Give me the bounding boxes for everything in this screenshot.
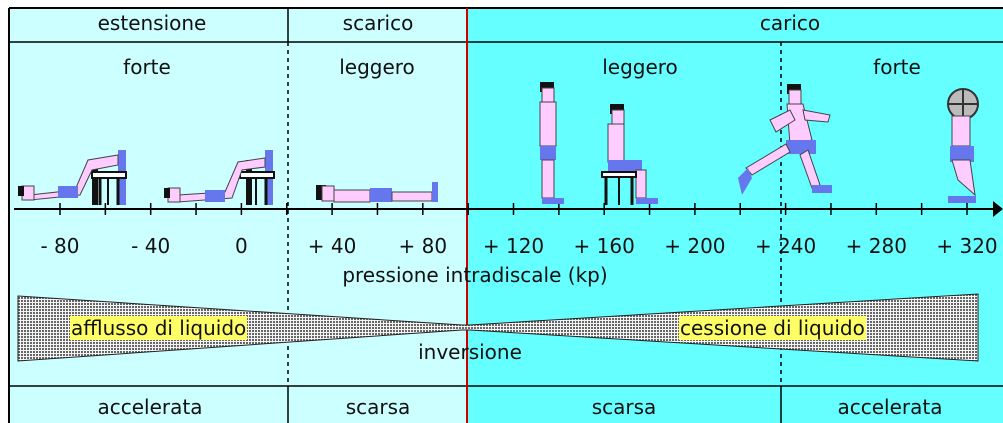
fluid-gauge (17, 293, 979, 362)
subheader-leggero-carico: leggero (602, 55, 678, 79)
tick-label: + 320 (936, 234, 998, 258)
header-estensione: estensione (97, 11, 207, 35)
subheader-forte-right: forte (873, 55, 921, 79)
tick-label: + 240 (754, 234, 817, 258)
figure-sitting (601, 104, 658, 205)
figure-standing (539, 82, 564, 204)
tick-label: + 40 (307, 234, 357, 258)
tick-label: + 280 (845, 234, 907, 258)
gauge-right-label: cessione di liquido (679, 316, 866, 340)
header-carico: carico (759, 11, 821, 35)
figure-lifting (947, 88, 979, 203)
figure-lying-legs-raised-1 (18, 150, 127, 205)
footer-accelerata-left: accelerata (97, 395, 203, 419)
figure-lying-legs-raised-2 (164, 150, 275, 205)
tick-label: + 200 (664, 234, 726, 258)
footer-scarsa-right: scarsa (591, 395, 657, 419)
footer-accelerata-right: accelerata (837, 395, 943, 419)
tick-label: - 80 (40, 234, 80, 258)
gauge-center-label: inversione (418, 340, 522, 364)
tick-label: - 40 (131, 234, 171, 258)
right-region (467, 8, 1003, 423)
gauge-left-label: afflusso di liquido (70, 316, 248, 340)
figure-running (738, 84, 832, 195)
tick-label: + 120 (482, 234, 545, 258)
tick-label: + 160 (573, 234, 635, 258)
axis-label: pressione intradiscale (kp) (342, 263, 608, 287)
header-scarico: scarico (342, 11, 414, 35)
footer-scarsa-left: scarsa (345, 395, 411, 419)
tick-label: + 80 (398, 234, 448, 258)
tick-label: 0 (235, 234, 248, 258)
subheader-leggero-scarico: leggero (339, 55, 415, 79)
pressure-axis (14, 201, 1003, 217)
subheader-forte-left: forte (123, 55, 171, 79)
figure-lying-supine (316, 182, 438, 203)
